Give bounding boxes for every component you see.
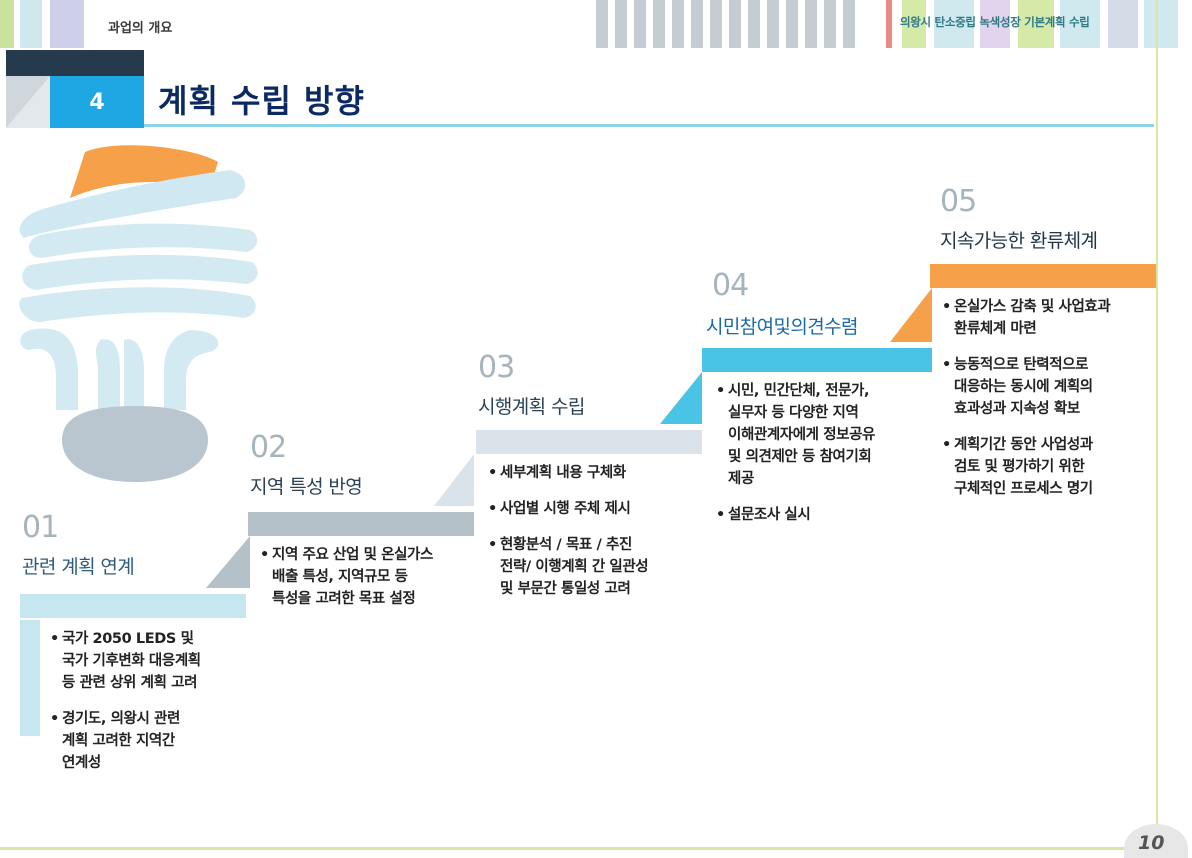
step-03-number: 03	[478, 350, 515, 385]
step-02-bullet: 지역 주요 산업 및 온실가스 배출 특성, 지역규모 등 특성을 고려한 목표…	[260, 544, 492, 610]
bottom-margin-rule	[0, 847, 1162, 850]
chapter-shape-triangle	[6, 76, 50, 128]
step-04-bullet: 시민, 민간단체, 전문가, 실무자 등 다양한 지역 이해관계자에게 정보공유…	[716, 380, 930, 490]
page-number-tab: 10	[1124, 824, 1188, 858]
step-03-bullet: 세부계획 내용 구체화	[488, 462, 702, 484]
step-04-bullet: 설문조사 실시	[716, 504, 930, 526]
step-05-number: 05	[940, 184, 977, 219]
header-right-stripes	[886, 0, 1178, 48]
step-02-title: 지역 특성 반영	[250, 476, 363, 498]
step-01-side-rule	[20, 620, 40, 736]
step-03-bullets: 세부계획 내용 구체화 사업별 시행 주체 제시 현황분석 / 목표 / 추진 …	[488, 462, 702, 614]
step-05-bullets: 온실가스 감축 및 사업효과 환류체계 마련 능동적으로 탄력적으로 대응하는 …	[942, 296, 1160, 514]
step-03-bullet: 현황분석 / 목표 / 추진 전략/ 이행계획 간 일관성 및 부문간 통일성 …	[488, 534, 702, 600]
step-05-title: 지속가능한 환류체계	[940, 230, 1098, 252]
step-01-title: 관련 계획 연계	[22, 556, 135, 578]
header-center-stripes	[596, 0, 855, 48]
chapter-shape-dark	[6, 50, 144, 76]
step-02-bar	[248, 512, 474, 536]
step-01-bullet: 경기도, 의왕시 관련 계획 고려한 지역간 연계성	[50, 708, 260, 774]
page-number: 10	[1138, 832, 1165, 854]
document-title: 의왕시 탄소중립 녹색성장 기본계획 수립	[900, 15, 1090, 29]
right-margin-rule	[1156, 0, 1158, 858]
step-03-ramp	[434, 454, 474, 506]
header-left-stripes	[0, 0, 84, 48]
step-03-bullet: 사업별 시행 주체 제시	[488, 498, 702, 520]
step-05-ramp	[890, 288, 932, 342]
step-05-bar	[930, 264, 1156, 288]
step-02-number: 02	[250, 430, 287, 465]
step-03-title: 시행계획 수립	[478, 396, 585, 418]
step-03-bar	[476, 430, 702, 454]
title-underline	[144, 124, 1154, 127]
step-01-bullets: 국가 2050 LEDS 및 국가 기후변화 대응계획 등 관련 상위 계획 고…	[50, 628, 260, 788]
section-label: 과업의 개요	[108, 21, 173, 36]
step-04-bullets: 시민, 민간단체, 전문가, 실무자 등 다양한 지역 이해관계자에게 정보공유…	[716, 380, 930, 540]
step-05-bullet: 계획기간 동안 사업성과 검토 및 평가하기 위한 구체적인 프로세스 명기	[942, 434, 1160, 500]
step-01-number: 01	[22, 510, 59, 545]
lightbulb-icon	[19, 145, 258, 482]
step-02-ramp	[206, 536, 250, 588]
step-01-bullet: 국가 2050 LEDS 및 국가 기후변화 대응계획 등 관련 상위 계획 고…	[50, 628, 260, 694]
step-04-number: 04	[712, 268, 749, 303]
step-05-bullet: 능동적으로 탄력적으로 대응하는 동시에 계획의 효과성과 지속성 확보	[942, 354, 1160, 420]
step-04-title: 시민참여및의견수렴	[706, 316, 859, 338]
step-04-bar	[702, 348, 932, 372]
step-01-bar	[20, 594, 246, 618]
step-05-bullet: 온실가스 감축 및 사업효과 환류체계 마련	[942, 296, 1160, 340]
step-02-bullets: 지역 주요 산업 및 온실가스 배출 특성, 지역규모 등 특성을 고려한 목표…	[260, 544, 492, 624]
chapter-number: 4	[50, 76, 144, 128]
page-title: 계획 수립 방향	[158, 82, 365, 120]
step-04-ramp	[660, 372, 702, 424]
